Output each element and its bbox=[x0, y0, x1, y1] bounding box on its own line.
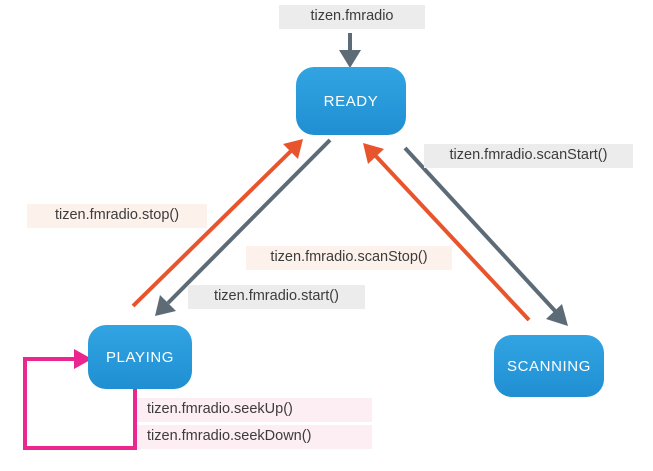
scanstart-arrow-shaft bbox=[403, 146, 558, 314]
edge-entry bbox=[339, 33, 361, 68]
start-arrowhead-icon bbox=[155, 295, 176, 316]
edge-label-seekup: tizen.fmradio.seekUp() bbox=[137, 398, 372, 422]
scanstart-arrowhead-icon bbox=[546, 304, 568, 326]
state-label-ready: READY bbox=[323, 92, 379, 110]
edge-label-scanstop: tizen.fmradio.scanStop() bbox=[246, 246, 452, 270]
edge-seek-selfloop bbox=[23, 349, 137, 450]
edge-label-scanstart: tizen.fmradio.scanStart() bbox=[424, 144, 633, 168]
stop-arrowhead-icon bbox=[283, 139, 303, 159]
scanstop-arrow-shaft bbox=[371, 151, 531, 322]
stop-arrow-shaft bbox=[131, 146, 296, 308]
edge-label-stop: tizen.fmradio.stop() bbox=[27, 204, 207, 228]
entry-arrowhead-icon bbox=[339, 50, 361, 68]
start-arrow-shaft bbox=[166, 138, 332, 305]
edge-label-start: tizen.fmradio.start() bbox=[188, 285, 365, 309]
edge-start bbox=[155, 138, 332, 316]
state-node-ready[interactable]: READY bbox=[296, 67, 406, 135]
state-label-playing: PLAYING bbox=[105, 348, 175, 366]
edge-label-seekdown: tizen.fmradio.seekDown() bbox=[137, 425, 372, 449]
edge-label-entry: tizen.fmradio bbox=[279, 5, 425, 29]
state-label-scanning: SCANNING bbox=[507, 357, 591, 375]
seek-loop-path bbox=[23, 357, 137, 450]
edge-scanstop bbox=[363, 143, 531, 322]
state-node-scanning[interactable]: SCANNING bbox=[494, 335, 604, 397]
edge-stop bbox=[131, 139, 303, 308]
state-node-playing[interactable]: PLAYING bbox=[88, 325, 192, 389]
seek-loop-arrowhead-icon bbox=[74, 349, 92, 369]
edge-scanstart bbox=[403, 146, 568, 326]
scanstop-arrowhead-icon bbox=[363, 143, 384, 164]
